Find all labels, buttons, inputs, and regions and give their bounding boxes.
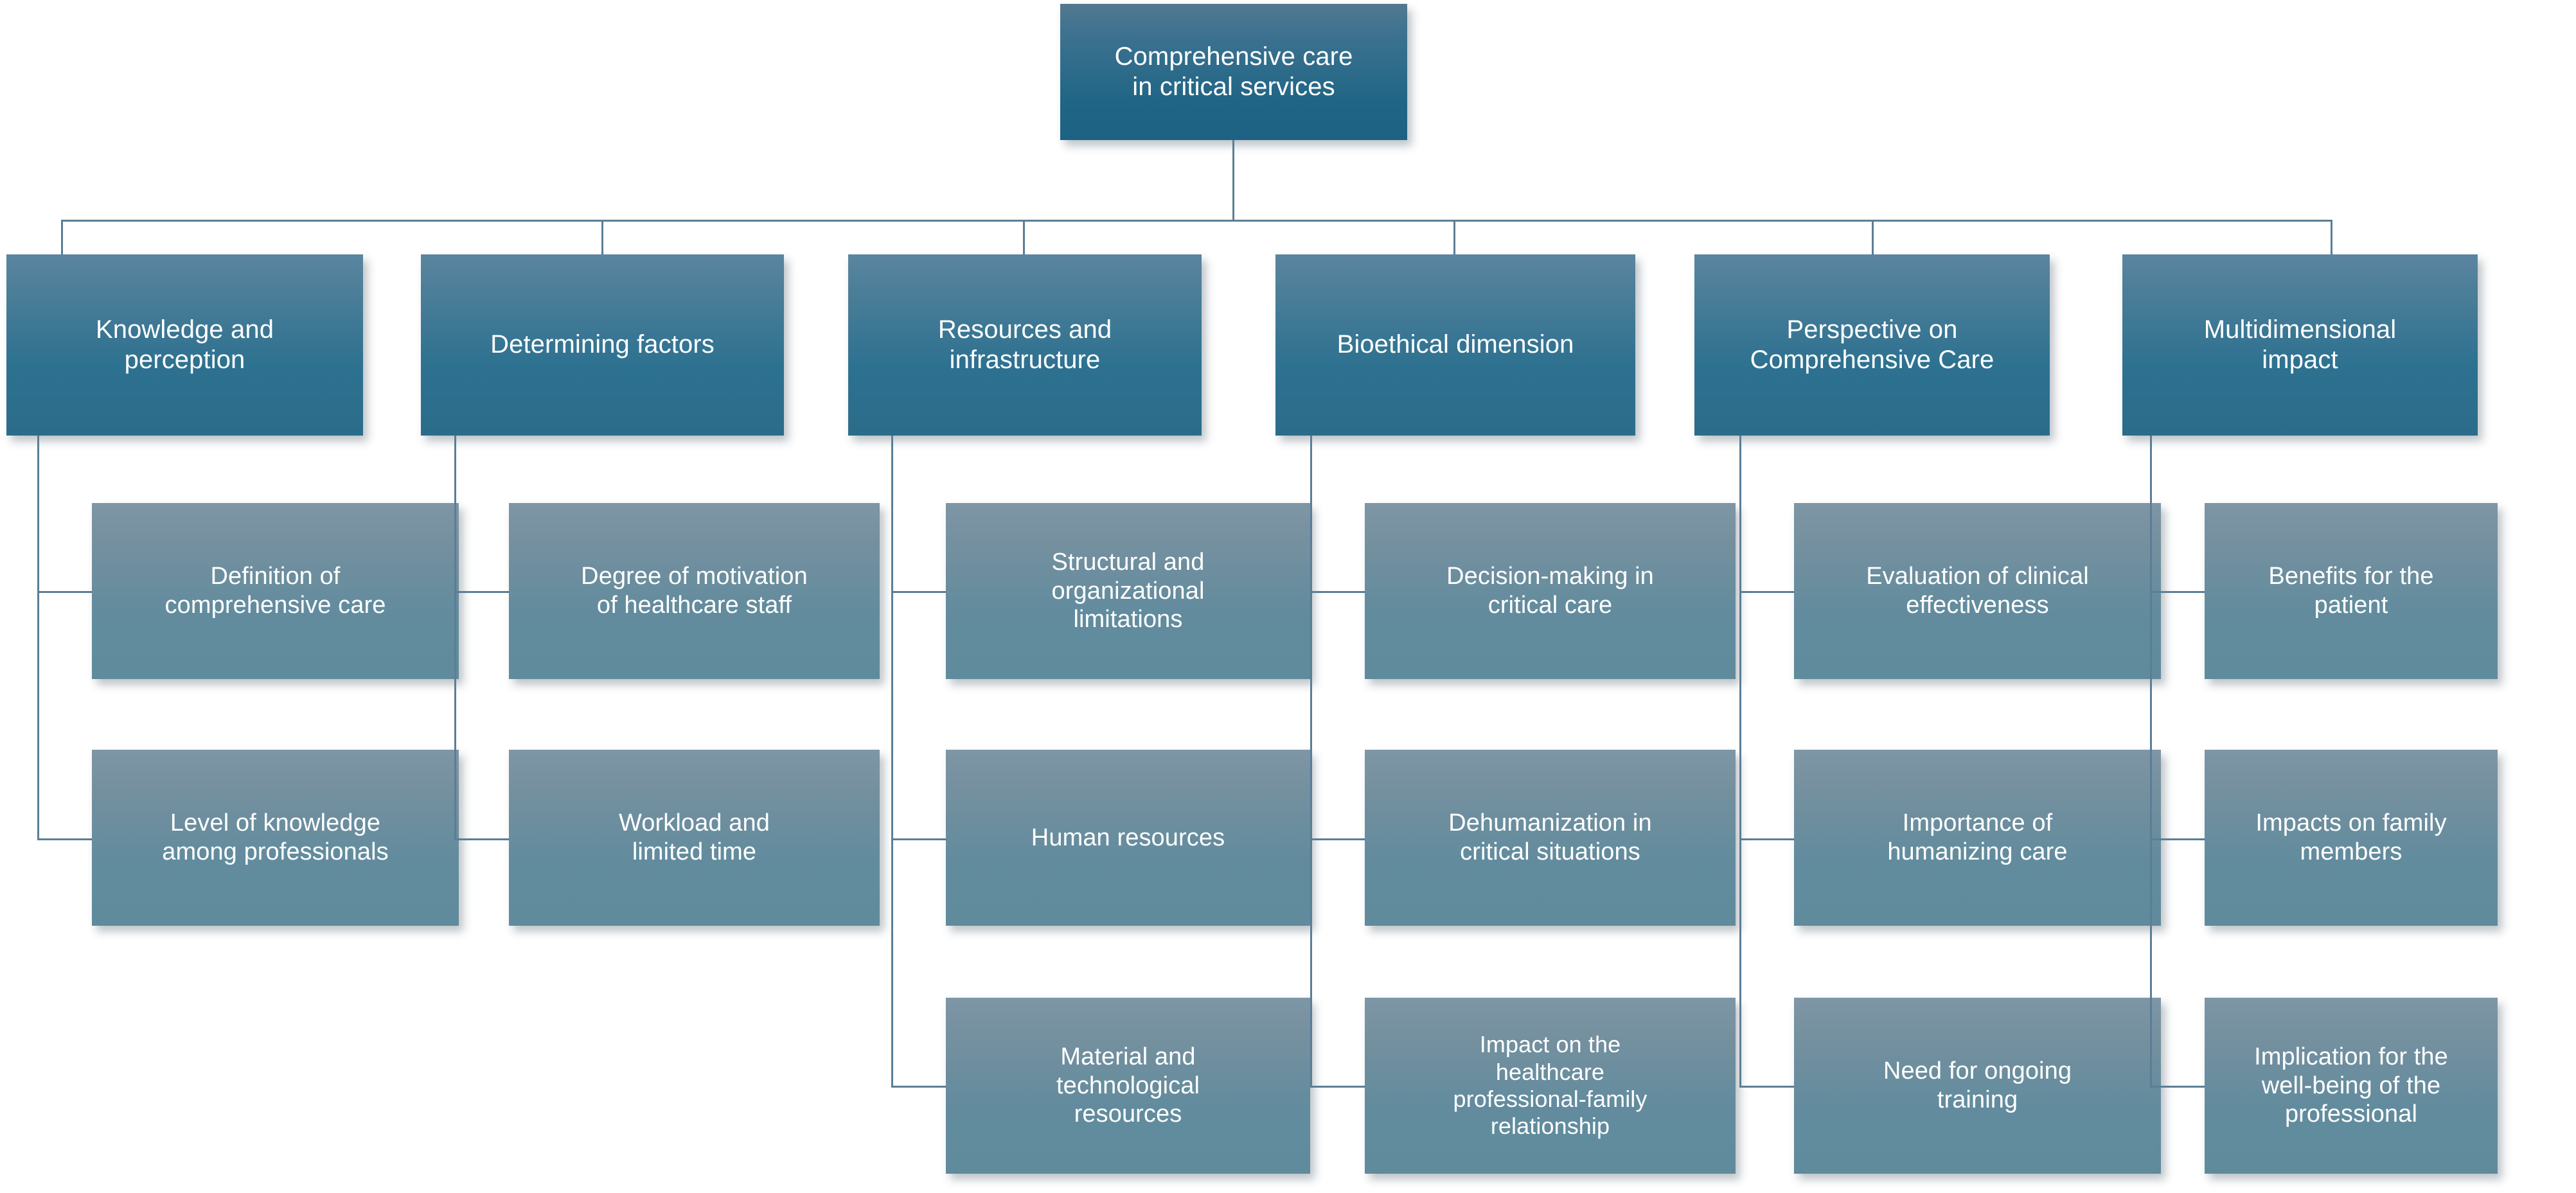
leaf-node-label: Need for ongoing training xyxy=(1883,1057,2072,1113)
branch-drop-connector-6 xyxy=(2331,220,2332,256)
branch-node-multidimensional-impact[interactable]: Multidimensional impact xyxy=(2122,254,2478,436)
child-branch-connector-1-2 xyxy=(37,838,92,840)
leaf-node-label: Definition of comprehensive care xyxy=(164,563,386,619)
leaf-node-label: Material and technological resources xyxy=(1056,1043,1200,1128)
child-branch-connector-3-3 xyxy=(891,1086,946,1088)
child-branch-connector-2-1 xyxy=(454,591,509,593)
branch-node-label: Multidimensional impact xyxy=(2203,315,2397,374)
leaf-node-implication-for-the-well-being-of-the-professional[interactable]: Implication for the well-being of the pr… xyxy=(2205,998,2498,1174)
branch-node-bioethical-dimension[interactable]: Bioethical dimension xyxy=(1275,254,1635,436)
branch-node-label: Knowledge and perception xyxy=(95,315,274,374)
leaf-node-label: Decision-making in critical care xyxy=(1446,563,1654,619)
leaf-node-structural-and-organizational-limitations[interactable]: Structural and organizational limitation… xyxy=(946,503,1310,679)
leaf-node-label: Importance of humanizing care xyxy=(1887,809,2068,865)
child-branch-connector-6-3 xyxy=(2150,1086,2205,1088)
branch-node-label: Bioethical dimension xyxy=(1337,330,1574,359)
child-spine-connector-5 xyxy=(1739,436,1741,1088)
branch-node-resources-and-infrastructure[interactable]: Resources and infrastructure xyxy=(848,254,1202,436)
leaf-node-label: Human resources xyxy=(1031,824,1225,851)
leaf-node-label: Level of knowledge among professionals xyxy=(162,809,389,865)
branch-node-knowledge-and-perception[interactable]: Knowledge and perception xyxy=(6,254,363,436)
child-branch-connector-3-1 xyxy=(891,591,946,593)
child-spine-connector-3 xyxy=(891,436,893,1088)
child-spine-connector-2 xyxy=(454,436,456,840)
leaf-node-label: Evaluation of clinical effectiveness xyxy=(1866,563,2089,619)
child-branch-connector-6-1 xyxy=(2150,591,2205,593)
leaf-node-level-of-knowledge-among-professionals[interactable]: Level of knowledge among professionals xyxy=(92,750,459,926)
branch-node-label: Resources and infrastructure xyxy=(937,315,1112,374)
root-node-label: Comprehensive care in critical services xyxy=(1114,42,1353,101)
leaf-node-definition-of-comprehensive-care[interactable]: Definition of comprehensive care xyxy=(92,503,459,679)
child-spine-connector-6 xyxy=(2150,436,2152,1088)
branch-drop-connector-3 xyxy=(1023,220,1025,256)
leaf-node-need-for-ongoing-training[interactable]: Need for ongoing training xyxy=(1794,998,2161,1174)
branch-drop-connector-5 xyxy=(1872,220,1874,256)
leaf-node-impact-on-the-healthcare-professional-family-relationship[interactable]: Impact on the healthcare professional-fa… xyxy=(1365,998,1736,1174)
leaf-node-label: Benefits for the patient xyxy=(2268,563,2434,619)
leaf-node-label: Impact on the healthcare professional-fa… xyxy=(1453,1031,1648,1140)
branch-drop-connector-2 xyxy=(601,220,603,256)
branch-node-determining-factors[interactable]: Determining factors xyxy=(421,254,784,436)
leaf-node-label: Implication for the well-being of the pr… xyxy=(2254,1043,2448,1128)
branch-node-label: Determining factors xyxy=(490,330,715,359)
child-branch-connector-1-1 xyxy=(37,591,92,593)
branch-node-label: Perspective on Comprehensive Care xyxy=(1750,315,1994,374)
leaf-node-importance-of-humanizing-care[interactable]: Importance of humanizing care xyxy=(1794,750,2161,926)
leaf-node-label: Degree of motivation of healthcare staff xyxy=(581,563,808,619)
child-spine-connector-4 xyxy=(1310,436,1312,1088)
child-branch-connector-5-3 xyxy=(1739,1086,1794,1088)
child-branch-connector-5-1 xyxy=(1739,591,1794,593)
child-spine-connector-1 xyxy=(37,436,39,840)
child-branch-connector-4-2 xyxy=(1310,838,1365,840)
leaf-node-decision-making-in-critical-care[interactable]: Decision-making in critical care xyxy=(1365,503,1736,679)
child-branch-connector-4-1 xyxy=(1310,591,1365,593)
child-branch-connector-6-2 xyxy=(2150,838,2205,840)
leaf-node-material-and-technological-resources[interactable]: Material and technological resources xyxy=(946,998,1310,1174)
leaf-node-label: Workload and limited time xyxy=(619,809,770,865)
leaf-node-workload-and-limited-time[interactable]: Workload and limited time xyxy=(509,750,880,926)
branch-node-perspective-on-comprehensive-care[interactable]: Perspective on Comprehensive Care xyxy=(1694,254,2050,436)
leaf-node-label: Structural and organizational limitation… xyxy=(1051,548,1205,633)
root-stem-connector xyxy=(1232,140,1234,221)
child-branch-connector-3-2 xyxy=(891,838,946,840)
leaf-node-evaluation-of-clinical-effectiveness[interactable]: Evaluation of clinical effectiveness xyxy=(1794,503,2161,679)
leaf-node-human-resources[interactable]: Human resources xyxy=(946,750,1310,926)
leaf-node-label: Dehumanization in critical situations xyxy=(1448,809,1652,865)
leaf-node-degree-of-motivation-of-healthcare-staff[interactable]: Degree of motivation of healthcare staff xyxy=(509,503,880,679)
child-branch-connector-5-2 xyxy=(1739,838,1794,840)
branch-bus-connector xyxy=(61,220,2332,222)
child-branch-connector-2-2 xyxy=(454,838,509,840)
leaf-node-benefits-for-the-patient[interactable]: Benefits for the patient xyxy=(2205,503,2498,679)
branch-drop-connector-4 xyxy=(1453,220,1455,256)
branch-drop-connector-1 xyxy=(61,220,63,256)
leaf-node-dehumanization-in-critical-situations[interactable]: Dehumanization in critical situations xyxy=(1365,750,1736,926)
root-node[interactable]: Comprehensive care in critical services xyxy=(1060,4,1407,140)
leaf-node-impacts-on-family-members[interactable]: Impacts on family members xyxy=(2205,750,2498,926)
child-branch-connector-4-3 xyxy=(1310,1086,1365,1088)
leaf-node-label: Impacts on family members xyxy=(2255,809,2447,865)
